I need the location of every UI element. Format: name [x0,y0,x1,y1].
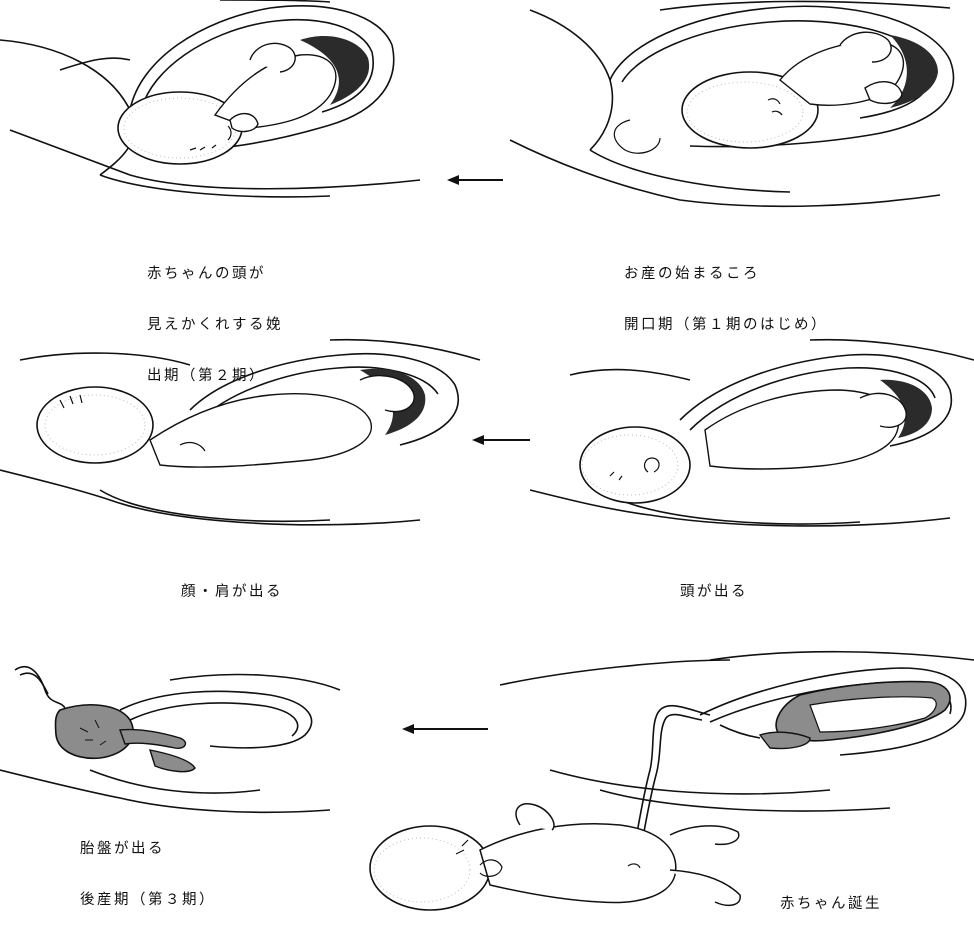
stage-4-illustration [0,340,480,540]
caption-stage-1-line-2: 開口期（第１期のはじめ） [624,317,828,334]
stage-2-illustration [0,0,470,210]
caption-stage-1: お産の始まるころ 開口期（第１期のはじめ） [624,232,828,351]
stage-6-illustration [0,650,360,820]
caption-stage-6-line-1: 胎盤が出る [80,841,216,858]
stage-3-illustration [530,340,974,540]
caption-stage-6: 胎盤が出る 後産期（第３期） [80,807,216,926]
caption-stage-2-line-1: 赤ちゃんの頭が [147,266,283,283]
stage-1-illustration [510,0,974,215]
caption-stage-5-line-1: 赤ちゃん誕生 [780,896,882,913]
arrow-row-2-icon [470,432,532,448]
caption-stage-4-line-1: 顔・肩が出る [181,584,283,601]
caption-stage-5: 赤ちゃん誕生 [780,862,882,930]
stage-5-illustration [370,640,974,919]
caption-stage-2-line-2: 見えかくれする娩 [147,317,283,334]
caption-stage-3-line-1: 頭が出る [680,584,748,601]
caption-stage-1-line-1: お産の始まるころ [624,266,828,283]
caption-stage-4: 顔・肩が出る [181,550,283,618]
caption-stage-3: 頭が出る [680,550,748,618]
caption-stage-6-line-2: 後産期（第３期） [80,892,216,909]
arrow-row-1-icon [445,172,505,188]
